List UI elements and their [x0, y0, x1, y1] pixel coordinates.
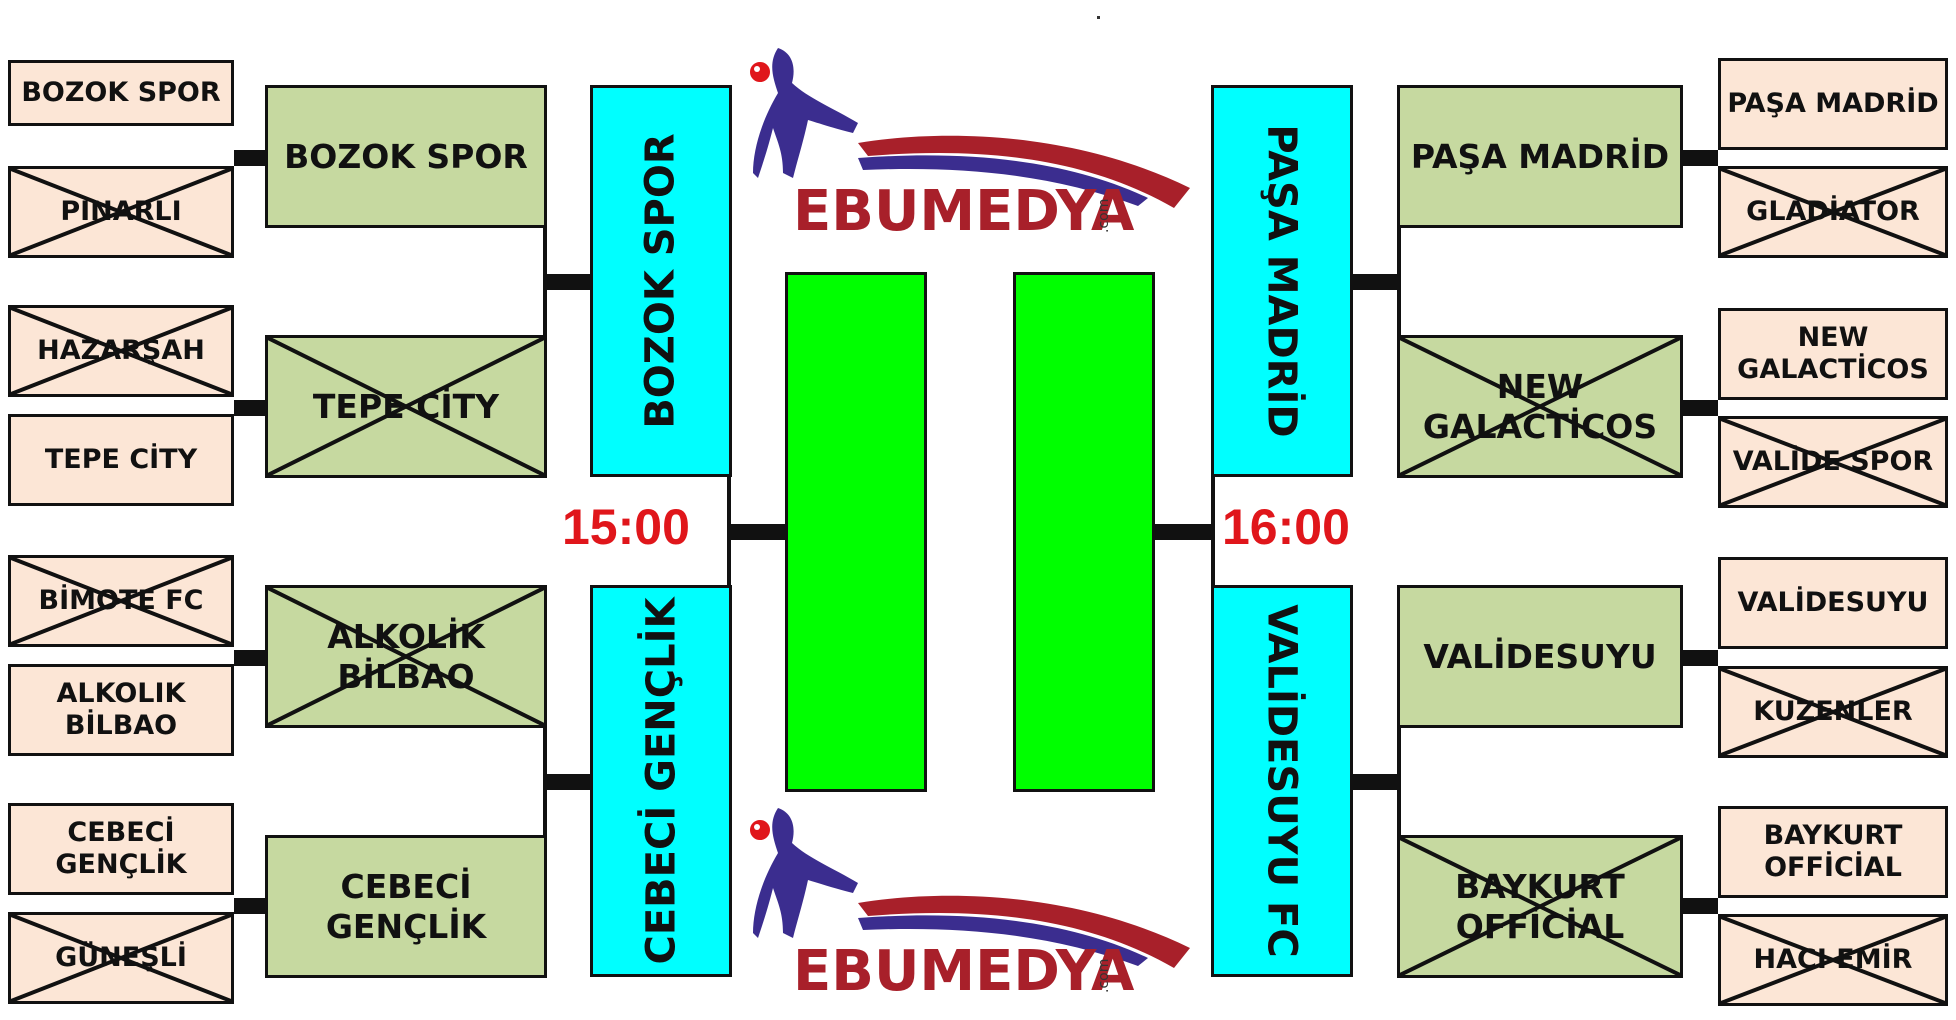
- connector-r-r2-2-h: [1353, 774, 1397, 790]
- svg-text:EBUMEDYA: EBUMEDYA: [793, 939, 1135, 1003]
- connector-r-r1-3: [1683, 650, 1718, 666]
- right-r1-team-2: GLADİATOR: [1718, 166, 1948, 258]
- svg-text:.com: .com: [1096, 199, 1112, 233]
- connector-r-semi-v: [1211, 477, 1215, 585]
- right-r1-team-3: NEW GALACTİCOS: [1718, 308, 1948, 400]
- left-r1-team-1: BOZOK SPOR: [8, 60, 234, 126]
- connector-l-r1-1: [234, 150, 265, 166]
- left-r1-team-4: TEPE CİTY: [8, 414, 234, 506]
- connector-l-r2-1-v: [543, 228, 547, 335]
- connector-l-r2-2-h: [547, 774, 590, 790]
- football-player-icon: [748, 808, 858, 938]
- left-r1-team-3: HAZARŞAH: [8, 305, 234, 397]
- stray-dot: [1097, 16, 1100, 19]
- connector-l-r1-4: [234, 898, 265, 914]
- football-player-icon: [748, 48, 858, 178]
- right-semi-team-1: PAŞA MADRİD: [1211, 85, 1353, 477]
- right-r1-team-6: KUZENLER: [1718, 666, 1948, 758]
- left-r1-team-8: GÜNEŞLİ: [8, 912, 234, 1004]
- left-r2-team-1: BOZOK SPOR: [265, 85, 547, 228]
- svg-text:EBUMEDYA: EBUMEDYA: [793, 179, 1135, 238]
- right-r2-team-3: VALİDESUYU: [1397, 585, 1683, 728]
- ebumedya-logo-top: EBUMEDYA .com: [748, 48, 1190, 238]
- ebumedya-logo-bottom: EBUMEDYA .com: [748, 808, 1190, 1003]
- connector-r-r2-2-v: [1397, 728, 1401, 835]
- svg-text:.com: .com: [1096, 959, 1112, 993]
- connector-r-semi-h: [1155, 524, 1211, 540]
- connector-r-r2-1-h: [1353, 274, 1397, 290]
- right-match-time: 16:00: [1222, 499, 1350, 555]
- left-r1-team-5: BİMOTE FC: [8, 555, 234, 647]
- left-match-time: 15:00: [562, 499, 690, 555]
- left-r2-team-3: ALKOLİK BİLBAO: [265, 585, 547, 728]
- right-r1-team-1: PAŞA MADRİD: [1718, 58, 1948, 150]
- connector-r-r1-1: [1683, 150, 1718, 166]
- connector-r-r1-2: [1683, 400, 1718, 416]
- left-r1-team-7: CEBECİ GENÇLİK: [8, 803, 234, 895]
- right-r2-team-2: NEW GALACTİCOS: [1397, 335, 1683, 478]
- connector-l-semi-v: [727, 477, 731, 585]
- final-left-slot: [785, 272, 927, 792]
- right-r1-team-8: HACI EMİR: [1718, 914, 1948, 1006]
- right-r2-team-1: PAŞA MADRİD: [1397, 85, 1683, 228]
- left-r2-team-2: TEPE CİTY: [265, 335, 547, 478]
- right-semi-team-2: VALİDESUYU FC: [1211, 585, 1353, 977]
- right-r1-team-5: VALİDESUYU: [1718, 557, 1948, 649]
- connector-r-r1-4: [1683, 898, 1718, 914]
- left-semi-team-2: CEBECİ GENÇLİK: [590, 585, 732, 977]
- connector-l-r1-3: [234, 650, 265, 666]
- left-semi-team-1: BOZOK SPOR: [590, 85, 732, 477]
- connector-l-r2-2-v: [543, 728, 547, 835]
- connector-l-r1-2: [234, 400, 265, 416]
- right-r1-team-7: BAYKURT OFFİCİAL: [1718, 806, 1948, 898]
- connector-l-semi-h: [731, 524, 785, 540]
- final-right-slot: [1013, 272, 1155, 792]
- connector-r-r2-1-v: [1397, 228, 1401, 335]
- left-r1-team-2: PINARLI: [8, 166, 234, 258]
- left-r1-team-6: ALKOLIK BİLBAO: [8, 664, 234, 756]
- left-r2-team-4: CEBECİ GENÇLİK: [265, 835, 547, 978]
- right-r1-team-4: VALİDE SPOR: [1718, 416, 1948, 508]
- connector-l-r2-1-h: [547, 274, 590, 290]
- right-r2-team-4: BAYKURT OFFİCİAL: [1397, 835, 1683, 978]
